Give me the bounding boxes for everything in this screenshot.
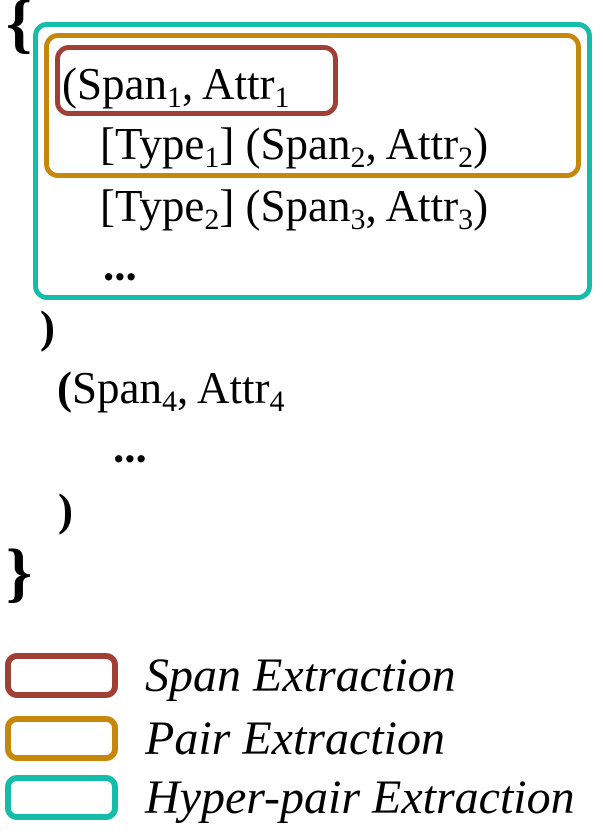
code-line-span4-attr4: (Span4, Attr4 (57, 363, 285, 418)
legend-item-pair-extraction: Pair Extraction (5, 712, 445, 765)
span-extraction-label: Span Extraction (145, 649, 456, 702)
code-line-type2-span3-attr3: [Type2] (Span3, Attr3) (100, 181, 489, 236)
code-line-close-paren-1: ) (40, 302, 55, 352)
hyper-pair-extraction-swatch (5, 775, 118, 820)
hyper-pair-extraction-label: Hyper-pair Extraction (145, 771, 575, 824)
code-line-ellipsis-2: ... (113, 422, 147, 472)
span-extraction-box (55, 45, 338, 116)
close-brace: } (6, 536, 33, 609)
code-line-span1-attr1: (Span1, Attr1 (62, 59, 290, 114)
hyper-pair-extraction-box (33, 22, 592, 300)
pair-extraction-label: Pair Extraction (145, 712, 445, 765)
pair-extraction-box (44, 33, 581, 178)
code-line-type1-span2-attr2: [Type1] (Span2, Attr2) (100, 119, 489, 174)
pair-extraction-swatch (5, 716, 118, 761)
code-line-close-paren-2: ) (58, 485, 73, 535)
legend-item-span-extraction: Span Extraction (5, 649, 456, 702)
span-extraction-swatch (5, 653, 118, 698)
legend-item-hyper-pair-extraction: Hyper-pair Extraction (5, 771, 575, 824)
open-brace: { (6, 0, 33, 60)
code-line-ellipsis-1: ... (103, 240, 137, 290)
